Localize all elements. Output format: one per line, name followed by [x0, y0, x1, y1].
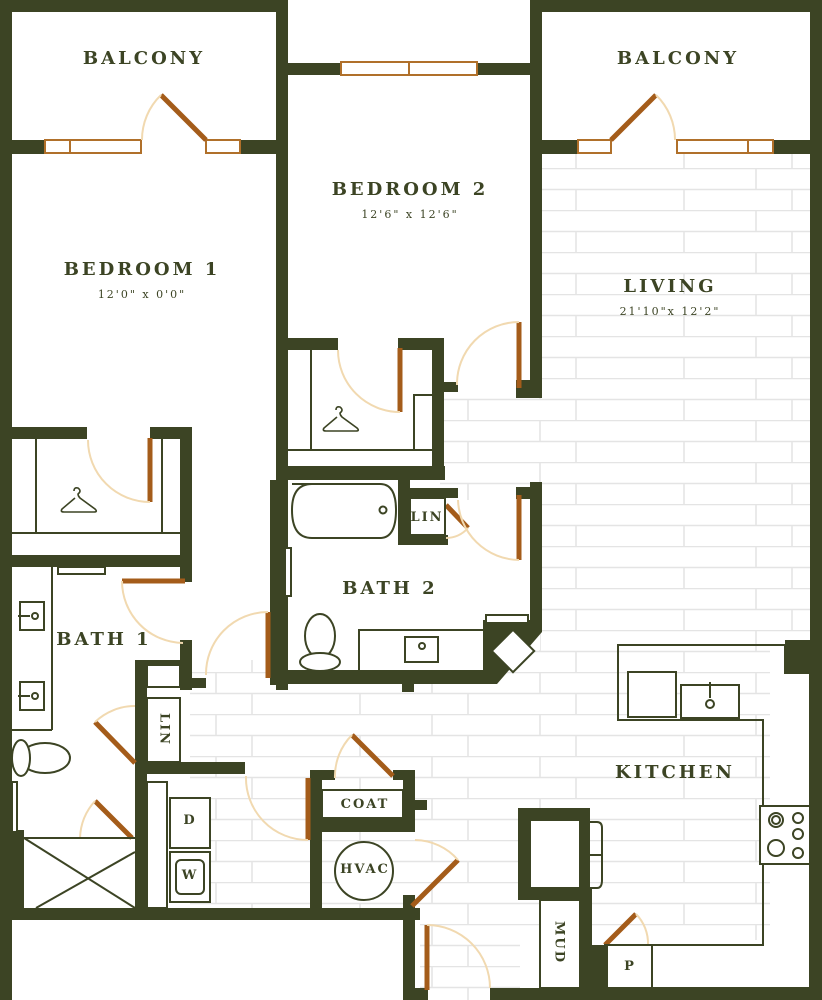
hanger-icon-bedroom2-closet — [322, 406, 360, 432]
bath1-label: BATH 1 — [56, 629, 152, 650]
bedroom2-dimensions: 12'6" x 12'6" — [361, 208, 459, 221]
balcony-left-label: BALCONY — [82, 48, 206, 69]
bedroom1-dimensions: 12'0" x 0'0" — [97, 288, 187, 301]
bath2-label: BATH 2 — [342, 578, 438, 599]
hvac-label: HVAC — [340, 862, 390, 877]
living-dimensions: 21'10"x 12'2" — [619, 305, 721, 318]
washer-label: W — [181, 868, 199, 883]
door-swings — [79, 94, 677, 989]
hanger-icon-bedroom1-closet — [60, 487, 98, 513]
balcony-right-label: BALCONY — [616, 48, 740, 69]
bedroom1-label: BEDROOM 1 — [63, 259, 221, 280]
pantry-label: P — [624, 959, 636, 974]
bedroom2-label: BEDROOM 2 — [331, 179, 489, 200]
coat-label: COAT — [340, 797, 390, 812]
lin-bath1-label: LIN — [156, 712, 172, 747]
doors — [93, 93, 658, 990]
windows — [44, 61, 774, 154]
fixtures — [11, 350, 811, 989]
mud-label: MUD — [551, 920, 567, 964]
living-label: LIVING — [623, 276, 717, 297]
dryer-label: D — [183, 813, 197, 828]
lin-bath2-label: LIN — [410, 510, 444, 525]
kitchen-label: KITCHEN — [615, 762, 735, 783]
